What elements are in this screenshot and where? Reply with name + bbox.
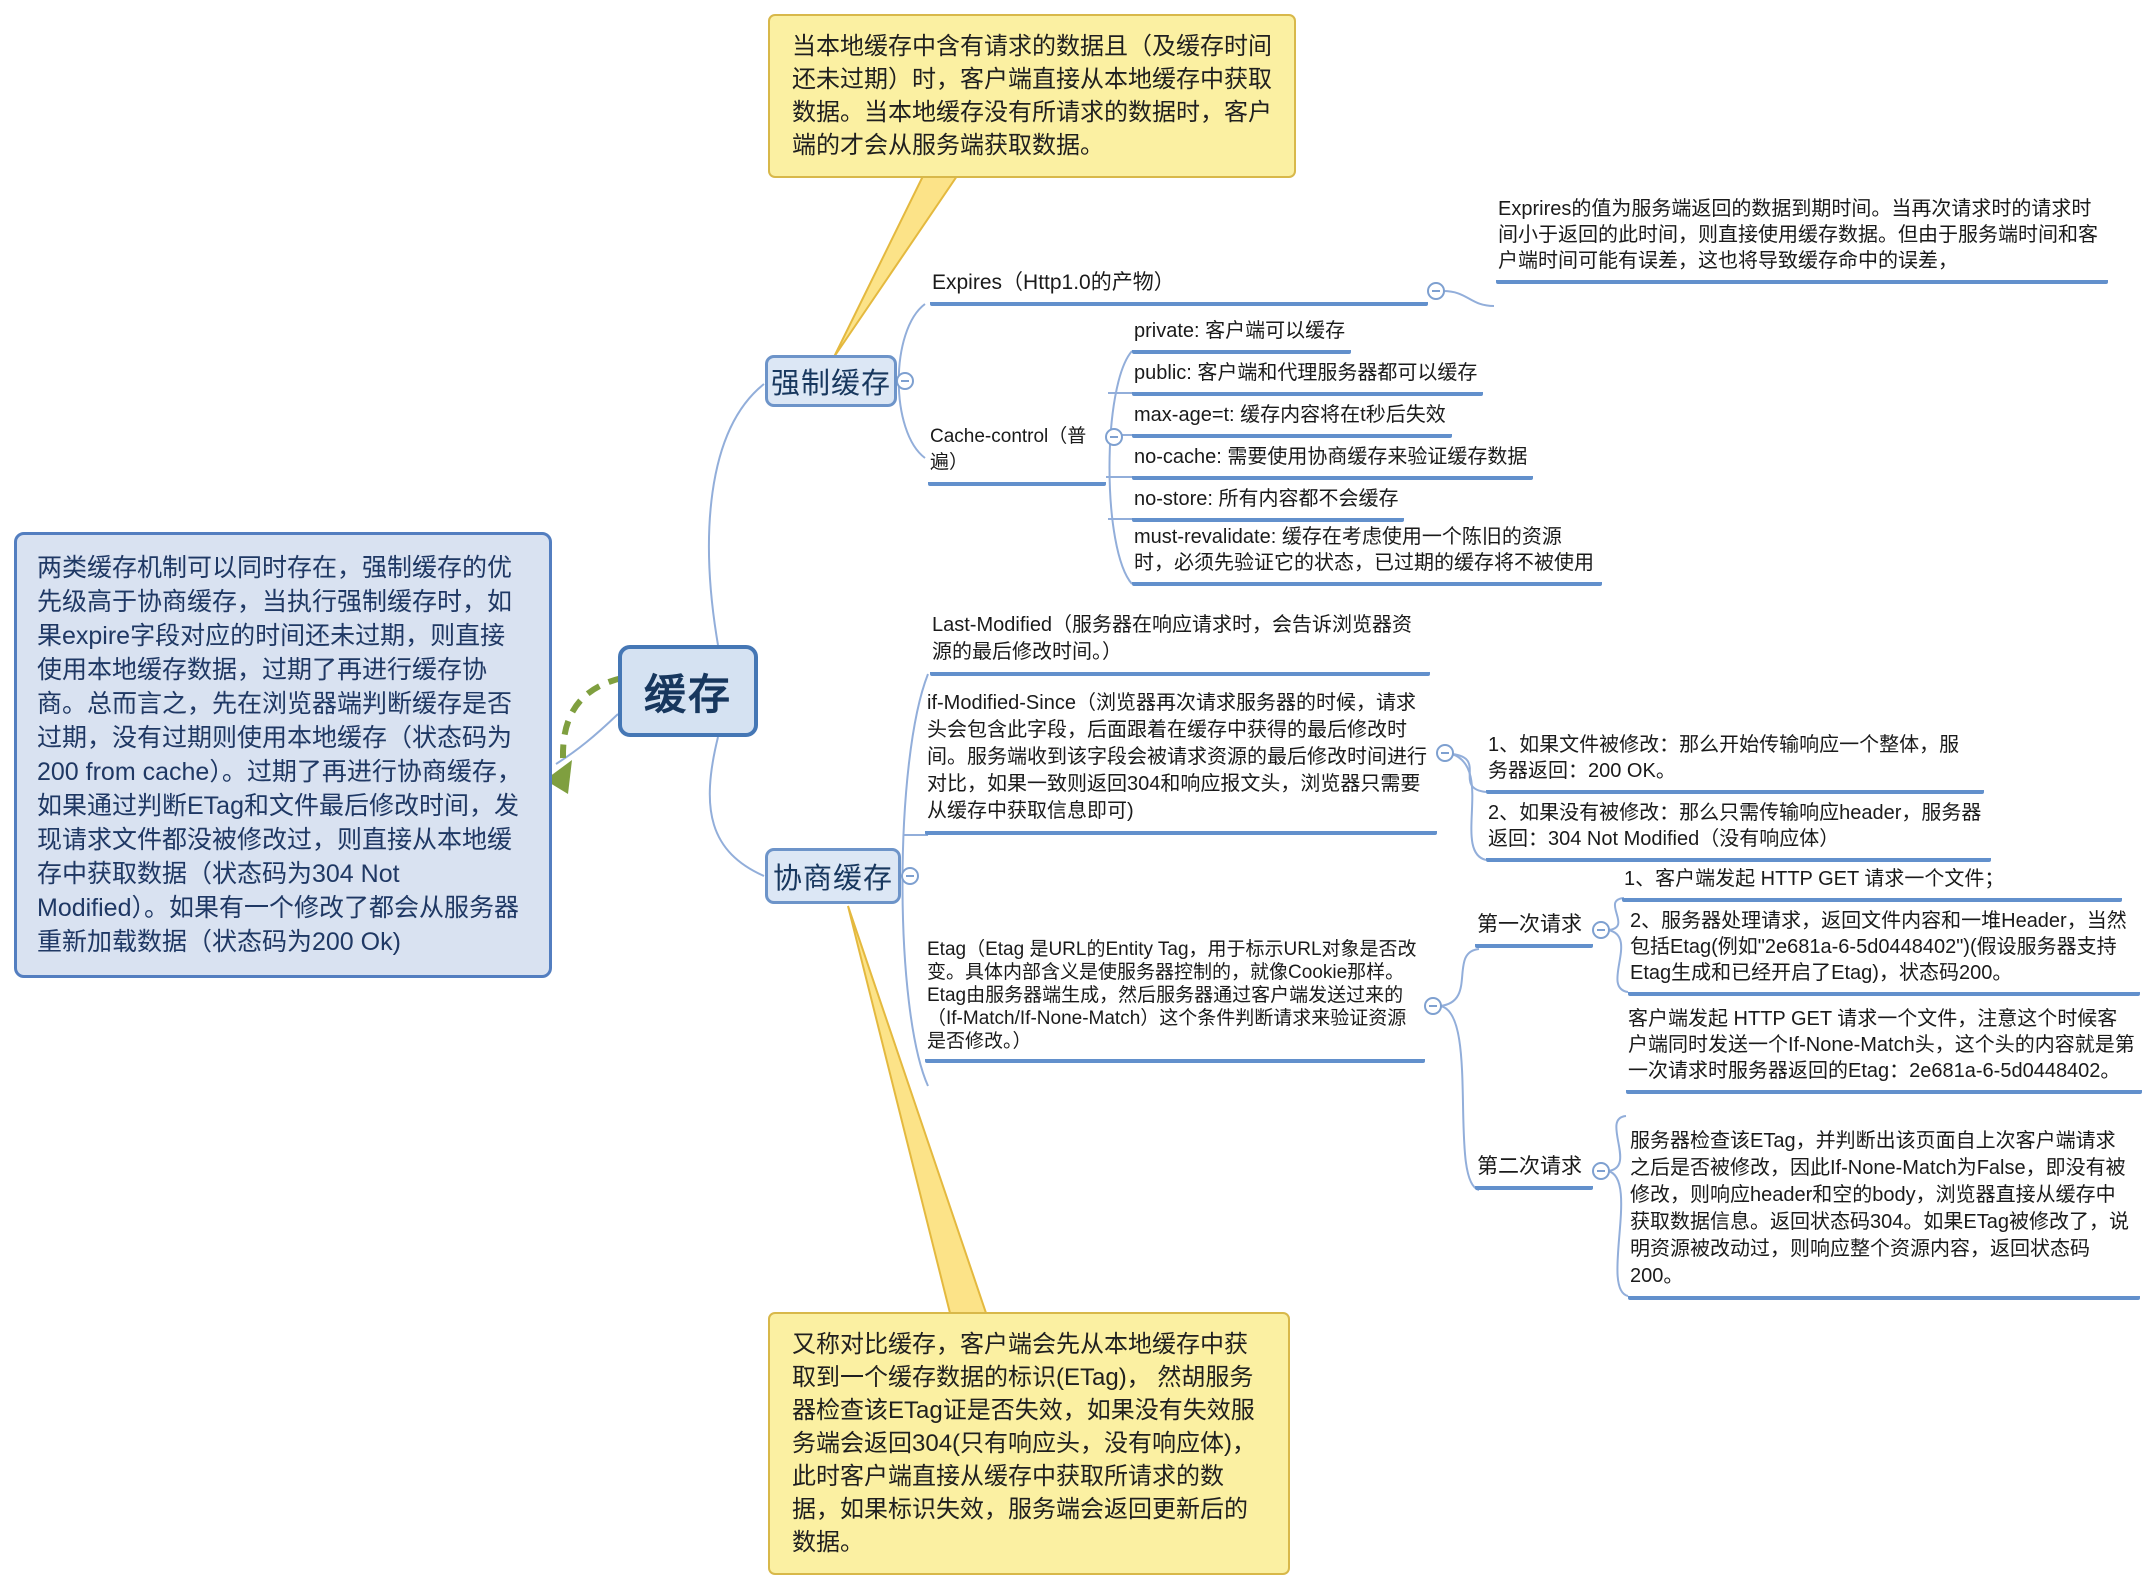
collapse-icon[interactable] bbox=[901, 867, 919, 885]
collapse-icon[interactable] bbox=[1424, 997, 1442, 1015]
cache-control-item-public[interactable]: public: 客户端和代理服务器都可以缓存 bbox=[1132, 360, 1484, 396]
root-label: 缓存 bbox=[643, 670, 732, 718]
last-modified-topic[interactable]: Last-Modified（服务器在响应请求时，会告诉浏览器资源的最后修改时间。… bbox=[930, 612, 1430, 676]
top-note-leader bbox=[833, 175, 959, 358]
forced-cache-node[interactable]: 强制缓存 bbox=[765, 355, 897, 407]
cache-control-item-must-revalidate[interactable]: must-revalidate: 缓存在考虑使用一个陈旧的资源时，必须先验证它的… bbox=[1132, 524, 1602, 586]
collapse-icon[interactable] bbox=[1427, 282, 1445, 300]
first-request-step-1[interactable]: 1、客户端发起 HTTP GET 请求一个文件； bbox=[1622, 866, 2122, 902]
expires-topic[interactable]: Expires（Http1.0的产物） bbox=[930, 270, 1428, 306]
cache-control-item-private[interactable]: private: 客户端可以缓存 bbox=[1132, 318, 1352, 354]
cache-control-item-max-age[interactable]: max-age=t: 缓存内容将在t秒后失效 bbox=[1132, 402, 1452, 438]
bottom-note-text: 又称对比缓存，客户端会先从本地缓存中获取到一个缓存数据的标识(ETag)， 然胡… bbox=[792, 1331, 1257, 1556]
root-node[interactable]: 缓存 bbox=[618, 645, 758, 737]
negotiate-cache-label: 协商缓存 bbox=[772, 863, 893, 895]
first-request-topic[interactable]: 第一次请求 bbox=[1475, 912, 1593, 948]
etag-topic[interactable]: Etag（Etag 是URL的Entity Tag，用于标示URL对象是否改变。… bbox=[925, 938, 1425, 1063]
cache-control-item-no-store[interactable]: no-store: 所有内容都不会缓存 bbox=[1132, 486, 1405, 522]
expires-note[interactable]: Exprires的值为服务端返回的数据到期时间。当再次请求时的请求时间小于返回的… bbox=[1496, 196, 2108, 284]
second-request-step-2[interactable]: 服务器检查该ETag，并判断出该页面自上次客户端请求之后是否被修改，因此If-N… bbox=[1628, 1128, 2140, 1300]
bottom-note[interactable]: 又称对比缓存，客户端会先从本地缓存中获取到一个缓存数据的标识(ETag)， 然胡… bbox=[768, 1312, 1290, 1575]
top-note-text: 当本地缓存中含有请求的数据且（及缓存时间还未过期）时，客户端直接从本地缓存中获取… bbox=[792, 33, 1272, 159]
forced-cache-label: 强制缓存 bbox=[770, 368, 891, 400]
top-note[interactable]: 当本地缓存中含有请求的数据且（及缓存时间还未过期）时，客户端直接从本地缓存中获取… bbox=[768, 14, 1296, 178]
cache-control-topic[interactable]: Cache-control（普遍） bbox=[928, 424, 1106, 486]
collapse-icon[interactable] bbox=[1592, 1162, 1610, 1180]
second-request-topic[interactable]: 第二次请求 bbox=[1475, 1154, 1593, 1190]
relationship-arrow[interactable] bbox=[545, 675, 623, 794]
second-request-step-1[interactable]: 客户端发起 HTTP GET 请求一个文件，注意这个时候客户端同时发送一个If-… bbox=[1626, 1006, 2142, 1094]
cache-control-item-no-cache[interactable]: no-cache: 需要使用协商缓存来验证缓存数据 bbox=[1132, 444, 1534, 480]
if-modified-since-topic[interactable]: if-Modified-Since（浏览器再次请求服务器的时候，请求头会包含此字… bbox=[925, 690, 1437, 835]
if-modified-outcome-not-modified[interactable]: 2、如果没有被修改：那么只需传输响应header，服务器返回：304 Not M… bbox=[1486, 800, 1991, 862]
collapse-icon[interactable] bbox=[896, 372, 914, 390]
collapse-icon[interactable] bbox=[1105, 428, 1123, 446]
first-request-step-2[interactable]: 2、服务器处理请求，返回文件内容和一堆Header，当然包括Etag(例如"2e… bbox=[1628, 908, 2140, 996]
overview-text: 两类缓存机制可以同时存在，强制缓存的优先级高于协商缓存，当执行强制缓存时，如果e… bbox=[37, 554, 522, 956]
overview-note-box[interactable]: 两类缓存机制可以同时存在，强制缓存的优先级高于协商缓存，当执行强制缓存时，如果e… bbox=[14, 532, 552, 978]
negotiate-cache-node[interactable]: 协商缓存 bbox=[765, 848, 901, 904]
collapse-icon[interactable] bbox=[1436, 744, 1454, 762]
if-modified-outcome-modified[interactable]: 1、如果文件被修改：那么开始传输响应一个整体，服务器返回：200 OK。 bbox=[1486, 732, 1984, 794]
collapse-icon[interactable] bbox=[1592, 921, 1610, 939]
